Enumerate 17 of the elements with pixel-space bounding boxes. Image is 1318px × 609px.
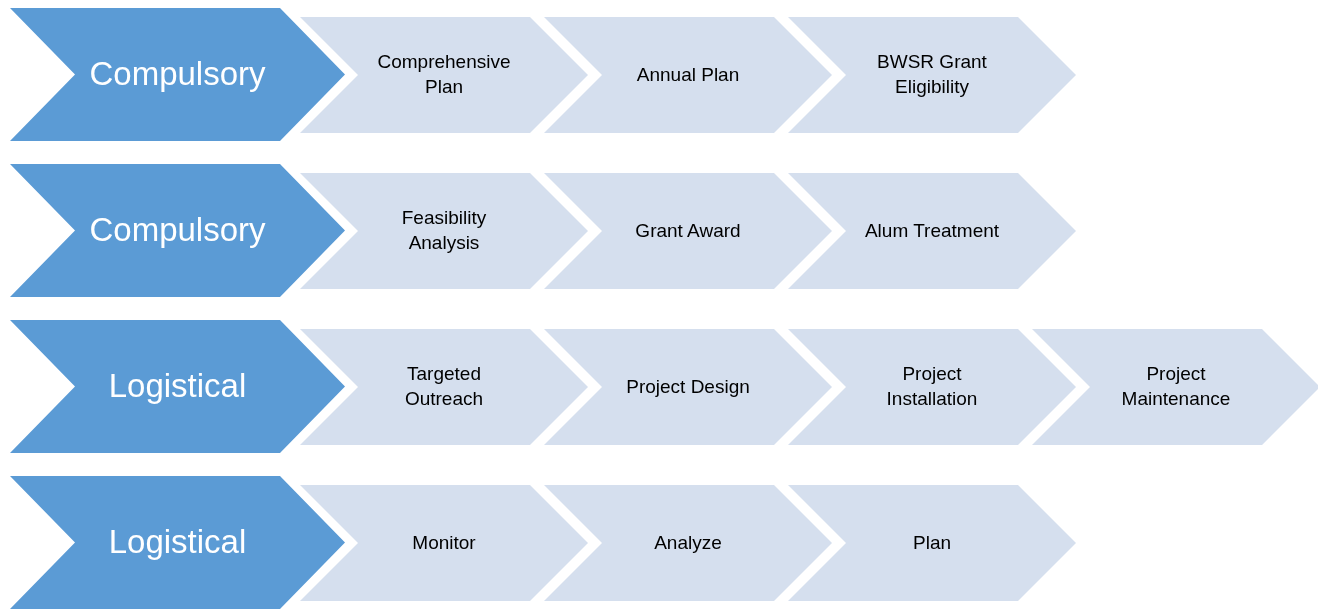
step-label: Compulsory — [89, 212, 266, 249]
step-label: BWSR Grant Eligibility — [876, 50, 988, 99]
step-label: Compulsory — [89, 56, 266, 93]
step-label: Feasibility Analysis — [400, 206, 488, 255]
step-label: Analyze — [654, 530, 722, 555]
step-label: Targeted Outreach — [403, 362, 485, 411]
step-label: Grant Award — [635, 218, 741, 243]
step-label: Logistical — [108, 368, 247, 405]
step-label: Comprehensive Plan — [376, 50, 512, 99]
step-label: Plan — [913, 530, 951, 555]
step-label: Annual Plan — [636, 62, 740, 87]
step-label: Monitor — [412, 530, 476, 555]
step-label: Logistical — [108, 524, 247, 561]
step-label: Project Design — [626, 374, 750, 399]
step-label: Project Maintenance — [1120, 362, 1232, 411]
step-label: Project Installation — [885, 362, 979, 411]
step-label: Alum Treatment — [864, 218, 1000, 243]
